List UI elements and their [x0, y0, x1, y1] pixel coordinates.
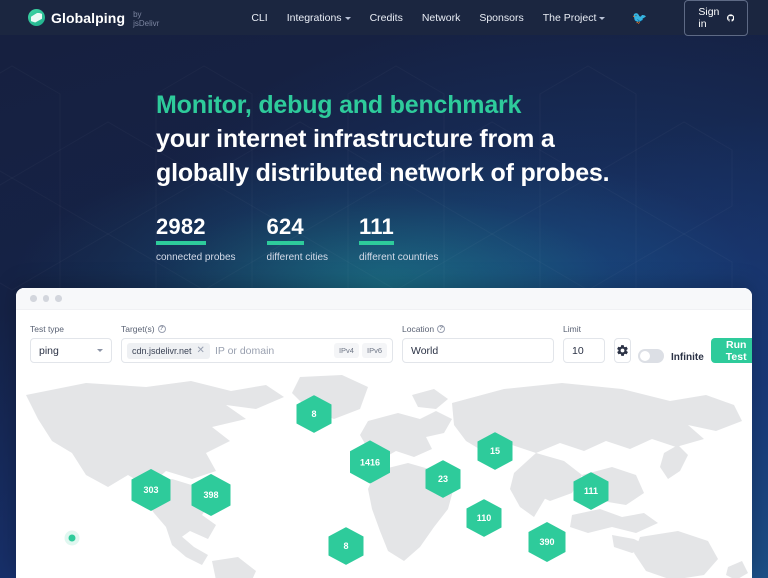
github-icon — [727, 13, 735, 21]
window-close-dot[interactable] — [30, 295, 37, 302]
settings-button[interactable] — [614, 338, 632, 363]
targets-placeholder: IP or domain — [214, 344, 275, 357]
chevron-down-icon — [97, 349, 103, 352]
location-label: Location ? — [402, 324, 554, 334]
ipv6-button[interactable]: IPv6 — [361, 343, 387, 358]
location-field: Location ? World — [402, 324, 554, 363]
test-type-select[interactable]: ping — [30, 338, 112, 363]
targets-label-text: Target(s) — [121, 324, 155, 334]
stat-label: different cities — [266, 252, 329, 263]
location-input[interactable]: World — [402, 338, 554, 363]
nav-label: Credits — [369, 11, 403, 24]
nav-item-sponsors[interactable]: Sponsors — [479, 12, 523, 24]
sign-in-button[interactable]: Sign in — [684, 0, 749, 36]
test-type-value: ping — [39, 344, 59, 357]
stat-label: connected probes — [156, 252, 236, 263]
stat-different-cities: 624 different cities — [266, 214, 329, 263]
probe-dot[interactable] — [68, 534, 76, 542]
nav-label: Network — [421, 11, 461, 24]
globalping-logo-icon — [28, 9, 45, 26]
nav-label: CLI — [251, 11, 268, 24]
headline-line-3: globally distributed network of probes. — [156, 159, 610, 187]
stats-row: 2982 connected probes 624 different citi… — [156, 214, 609, 263]
limit-field: Limit 10 — [563, 324, 605, 363]
brand-byline: by jsDelivr — [133, 10, 160, 28]
brand-logo[interactable]: Globalping by jsDelivr — [28, 7, 159, 28]
nav-label: Sponsors — [479, 11, 524, 24]
nav-label: Integrations — [286, 11, 342, 24]
map-marker[interactable]: 390 — [528, 522, 566, 562]
twitter-icon[interactable]: 🐦 — [632, 10, 648, 25]
ip-version-group: IPv4 IPv6 — [333, 343, 387, 358]
run-test-button[interactable]: Run Test — [710, 338, 752, 363]
infinite-label: Infinite — [671, 352, 704, 363]
test-type-label: Test type — [30, 324, 65, 334]
location-label-text: Location — [402, 324, 435, 334]
nav-item-the-project[interactable]: The Project — [543, 12, 606, 24]
help-icon[interactable]: ? — [157, 325, 166, 333]
targets-input[interactable]: cdn.jsdelivr.net ✕ IP or domain IPv4 IPv… — [121, 338, 393, 363]
top-navbar: Globalping by jsDelivr CLI Integrations … — [0, 0, 768, 36]
chevron-down-icon — [599, 16, 606, 20]
stat-connected-probes: 2982 connected probes — [156, 214, 236, 263]
ipv4-button[interactable]: IPv4 — [333, 343, 359, 358]
gear-icon — [617, 345, 628, 356]
app-preview-card: Test type ping Target(s) ? cdn.jsdelivr.… — [16, 288, 752, 578]
targets-field: Target(s) ? cdn.jsdelivr.net ✕ IP or dom… — [121, 324, 393, 363]
hero-section: Monitor, debug and benchmark your intern… — [156, 88, 610, 263]
test-type-field: Test type ping — [30, 324, 112, 363]
limit-value: 10 — [572, 344, 584, 357]
nav-item-network[interactable]: Network — [422, 12, 461, 24]
window-minimize-dot[interactable] — [42, 295, 49, 302]
stat-value: 2982 — [156, 214, 206, 245]
help-icon[interactable]: ? — [437, 325, 446, 333]
nav-item-cli[interactable]: CLI — [251, 12, 267, 24]
sign-in-label: Sign in — [698, 5, 720, 30]
nav-label: The Project — [542, 11, 597, 24]
close-icon[interactable]: ✕ — [196, 344, 205, 356]
infinite-toggle[interactable] — [638, 349, 665, 363]
chevron-down-icon — [344, 16, 351, 20]
map-marker[interactable]: 8 — [328, 527, 364, 565]
nav-item-credits[interactable]: Credits — [370, 12, 403, 24]
location-value: World — [411, 344, 439, 357]
stat-value: 111 — [359, 214, 394, 245]
stat-different-countries: 111 different countries — [359, 214, 438, 263]
brand-name: Globalping — [51, 9, 126, 26]
target-chip[interactable]: cdn.jsdelivr.net ✕ — [127, 342, 210, 359]
headline-accent: Monitor, debug and benchmark — [156, 91, 522, 119]
headline-line-2: your internet infrastructure from a — [156, 125, 555, 153]
target-chip-label: cdn.jsdelivr.net — [132, 345, 192, 356]
nav-item-integrations[interactable]: Integrations — [287, 12, 351, 24]
toolbar-actions: Infinite Run Test — [614, 338, 752, 363]
nav-links: CLI Integrations Credits Network Sponsor… — [251, 0, 749, 36]
stat-label: different countries — [359, 252, 439, 263]
limit-label: Limit — [563, 324, 581, 334]
window-maximize-dot[interactable] — [55, 295, 62, 302]
test-toolbar: Test type ping Target(s) ? cdn.jsdelivr.… — [16, 310, 752, 363]
world-map-landmasses — [26, 375, 748, 578]
targets-label: Target(s) ? — [121, 324, 393, 334]
stat-value: 624 — [266, 214, 304, 245]
limit-input[interactable]: 10 — [563, 338, 605, 363]
browser-chrome-bar — [16, 288, 752, 310]
